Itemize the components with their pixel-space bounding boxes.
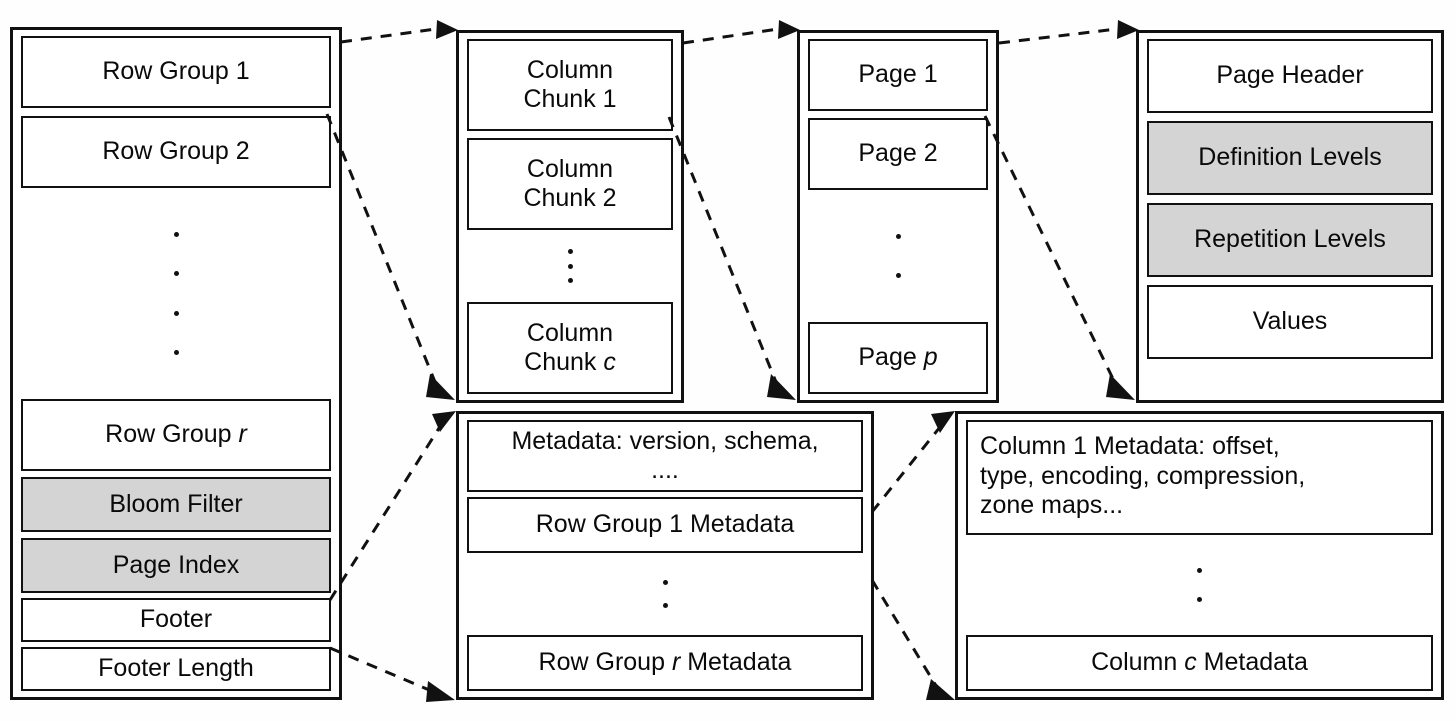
- arrow-rowgroupmeta-to-columnmeta-top: [870, 411, 955, 513]
- file-metadata-line1: Metadata: version, schema,: [511, 426, 819, 455]
- row-group-2-box[interactable]: Row Group 2: [21, 116, 331, 188]
- arrow-rowgroup1-to-rowgroup-bottom: [325, 113, 455, 400]
- parquet-file-container: Row Group 1 Row Group 2 Row Group r Bloo…: [10, 27, 342, 700]
- page-p-box[interactable]: Page p: [808, 322, 988, 394]
- footer-box[interactable]: Footer: [21, 598, 331, 642]
- repetition-levels-box[interactable]: Repetition Levels: [1147, 203, 1433, 277]
- column-chunk-1-line2: Chunk 1: [523, 85, 617, 113]
- column-chunk-container: Page 1 Page 2 Page p: [797, 30, 999, 403]
- column-chunk-c-box[interactable]: Column Chunk c: [467, 302, 673, 394]
- row-group-r-index: r: [238, 420, 247, 449]
- column-chunk-c-index: c: [603, 348, 616, 376]
- file-metadata-line2: ....: [651, 456, 679, 484]
- row-group-ellipsis: [21, 188, 331, 399]
- footer-length-box[interactable]: Footer Length: [21, 647, 331, 691]
- column-1-metadata-box[interactable]: Column 1 Metadata: offset, type, encodin…: [966, 420, 1433, 535]
- row-group-metadata-container: Column 1 Metadata: offset, type, encodin…: [955, 411, 1444, 700]
- column-chunk-c-line1: Column: [526, 318, 614, 347]
- arrow-columnchunk1-to-page-bottom: [667, 116, 796, 400]
- arrow-file-to-rowgroup-top: [340, 20, 458, 44]
- arrow-footerlength-to-metadata-bottom: [329, 646, 455, 702]
- arrow-rowgroupmeta-to-columnmeta-bottom: [870, 579, 955, 700]
- footer-metadata-container: Metadata: version, schema, .... Row Grou…: [456, 411, 874, 700]
- arrow-rowgroup-to-columnchunk-top: [682, 20, 800, 45]
- row-group-container: Column Chunk 1 Column Chunk 2 Column Chu…: [456, 30, 684, 403]
- page-ellipsis: [808, 190, 988, 322]
- page-1-box[interactable]: Page 1: [808, 39, 988, 111]
- row-group-1-metadata-box[interactable]: Row Group 1 Metadata: [467, 497, 863, 553]
- page-container: Page Header Definition Levels Repetition…: [1136, 30, 1444, 403]
- page-header-box[interactable]: Page Header: [1147, 39, 1433, 113]
- row-group-metadata-ellipsis: [467, 553, 863, 635]
- row-group-1-box[interactable]: Row Group 1: [21, 36, 331, 108]
- column-chunk-2-line2: Chunk 2: [523, 184, 617, 212]
- page-p-index: p: [923, 343, 938, 372]
- column-chunk-1-line1: Column: [526, 55, 614, 84]
- values-box[interactable]: Values: [1147, 285, 1433, 359]
- row-group-r-box[interactable]: Row Group r: [21, 399, 331, 471]
- column-chunk-c-line2: Chunk c: [524, 348, 616, 376]
- page-index-box[interactable]: Page Index: [21, 538, 331, 593]
- column-chunk-2-box[interactable]: Column Chunk 2: [467, 138, 673, 230]
- definition-levels-box[interactable]: Definition Levels: [1147, 121, 1433, 195]
- row-group-r-metadata-index: r: [671, 648, 681, 677]
- column-chunk-ellipsis: [467, 230, 673, 302]
- file-metadata-box[interactable]: Metadata: version, schema, ....: [467, 420, 863, 492]
- column-c-metadata-box[interactable]: Column c Metadata: [966, 635, 1433, 691]
- column-1-metadata-line3: zone maps...: [980, 491, 1124, 519]
- column-metadata-ellipsis: [966, 535, 1433, 635]
- arrow-footer-to-metadata-top: [328, 411, 456, 601]
- page-2-box[interactable]: Page 2: [808, 118, 988, 190]
- column-chunk-2-line1: Column: [526, 154, 614, 183]
- column-1-metadata-line2: type, encoding, compression,: [980, 461, 1306, 490]
- column-c-metadata-index: c: [1184, 648, 1197, 677]
- bloom-filter-box[interactable]: Bloom Filter: [21, 477, 331, 532]
- column-chunk-1-box[interactable]: Column Chunk 1: [467, 39, 673, 131]
- arrow-page1-to-pageinternals-bottom: [983, 115, 1135, 400]
- arrow-columnchunk-to-page-top: [998, 20, 1139, 45]
- row-group-r-metadata-box[interactable]: Row Group r Metadata: [467, 635, 863, 691]
- column-1-metadata-line1: Column 1 Metadata: offset,: [980, 432, 1280, 460]
